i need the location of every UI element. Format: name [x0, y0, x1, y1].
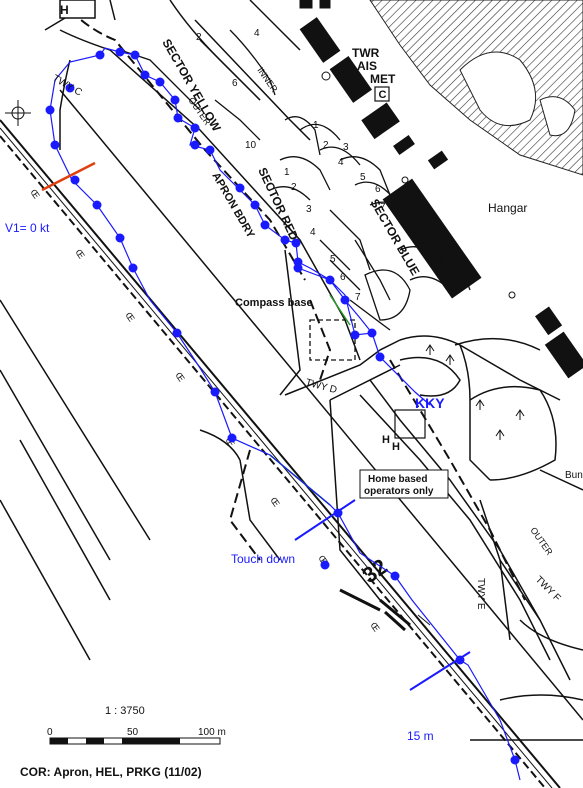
- svg-text:7: 7: [380, 202, 386, 213]
- svg-text:9: 9: [438, 254, 444, 265]
- bus-partial-label: Bun: [565, 470, 583, 481]
- sun-icon: [321, 71, 516, 299]
- h-mark: H: [392, 441, 400, 453]
- svg-text:7: 7: [413, 220, 419, 231]
- compass-rose-icon: [5, 100, 31, 126]
- scale-ratio: 1 : 3750: [105, 705, 145, 717]
- hatched-area: [369, 0, 583, 176]
- distance-label: 15 m: [407, 729, 434, 743]
- twy-e-label: TWY E: [475, 578, 486, 610]
- sector-red-label: SECTOR RED: [255, 165, 301, 242]
- twy-d-label: TWY D: [304, 377, 338, 396]
- svg-text:4: 4: [338, 157, 344, 168]
- svg-text:3: 3: [306, 204, 312, 215]
- scale-bar: [49, 737, 221, 745]
- tower-label-twr: TWR: [352, 46, 380, 60]
- svg-text:8: 8: [425, 236, 431, 247]
- kky-label: KKY: [415, 395, 445, 411]
- home-based-line-1: Home based: [368, 474, 427, 485]
- tower-box-letter: C: [379, 89, 387, 101]
- svg-text:Œ: Œ: [28, 187, 41, 200]
- apron-boundary-label: APRON BDRY: [209, 171, 256, 241]
- v1-label: V1= 0 kt: [5, 221, 50, 235]
- compass-base-area: [309, 319, 356, 361]
- svg-text:2: 2: [196, 32, 202, 43]
- svg-text:2: 2: [291, 182, 297, 193]
- svg-text:7: 7: [355, 292, 361, 303]
- svg-text:2: 2: [323, 140, 329, 151]
- track-points: [45, 47, 520, 765]
- svg-text:Œ: Œ: [73, 247, 86, 260]
- kky-block: [394, 409, 426, 439]
- scale-tick-100: 100 m: [198, 727, 226, 738]
- svg-text:4: 4: [254, 28, 260, 39]
- svg-text:1: 1: [313, 120, 319, 131]
- svg-text:1: 1: [284, 167, 290, 178]
- svg-text:5: 5: [330, 254, 336, 265]
- arrows: [417, 344, 525, 626]
- svg-text:9: 9: [405, 212, 411, 223]
- svg-text:Œ: Œ: [123, 310, 136, 323]
- svg-text:4: 4: [310, 227, 316, 238]
- touchdown-marker: [294, 499, 356, 541]
- svg-text:5: 5: [360, 172, 366, 183]
- svg-text:10: 10: [245, 140, 257, 151]
- sector-yellow-label: SECTOR YELLOW: [159, 37, 224, 135]
- distance-marker: [409, 651, 471, 691]
- tower-label-met: MET: [370, 72, 396, 86]
- green-segment-2: [329, 294, 351, 326]
- footer-caption: COR: Apron, HEL, PRKG (11/02): [20, 765, 202, 779]
- svg-text:Œ: Œ: [268, 495, 281, 508]
- runway-threshold: [339, 588, 411, 632]
- svg-text:6: 6: [340, 272, 346, 283]
- outer-right-label: OUTER: [528, 525, 555, 557]
- touch-down-label: Touch down: [231, 552, 295, 566]
- svg-text:Œ: Œ: [368, 620, 381, 633]
- svg-text:6: 6: [375, 184, 381, 195]
- h-mark: H: [382, 434, 390, 446]
- v1-marker: [41, 161, 96, 192]
- stand-numbers: 2 4 6 10 1 2 3 4 5 6 7 9 1 2 3 4 5 6 7 5…: [196, 28, 444, 303]
- takeoff-track: [54, 144, 521, 781]
- scale-tick-50: 50: [127, 727, 139, 738]
- svg-text:3: 3: [343, 142, 349, 153]
- hangar-label: Hangar: [488, 201, 527, 215]
- home-based-box: [359, 469, 449, 499]
- h-mark: H: [60, 3, 69, 17]
- buildings: [59, 0, 583, 379]
- runway: [0, 89, 583, 788]
- svg-text:Œ: Œ: [173, 370, 186, 383]
- svg-text:5: 5: [396, 202, 402, 213]
- inner-label: INNER: [255, 65, 280, 94]
- twy-f-label: TWY F: [533, 574, 563, 604]
- scale-tick-0: 0: [47, 727, 53, 738]
- compass-base-label: Compass base: [235, 297, 313, 309]
- svg-text:6: 6: [232, 78, 238, 89]
- home-based-line-2: operators only: [364, 486, 434, 497]
- parking-stands: [119, 29, 471, 331]
- taxiway-outlines: [44, 0, 583, 741]
- twy-c-label: TWY C: [51, 73, 84, 99]
- tower-label-ais: AIS: [357, 59, 377, 73]
- tower-box: [374, 86, 390, 102]
